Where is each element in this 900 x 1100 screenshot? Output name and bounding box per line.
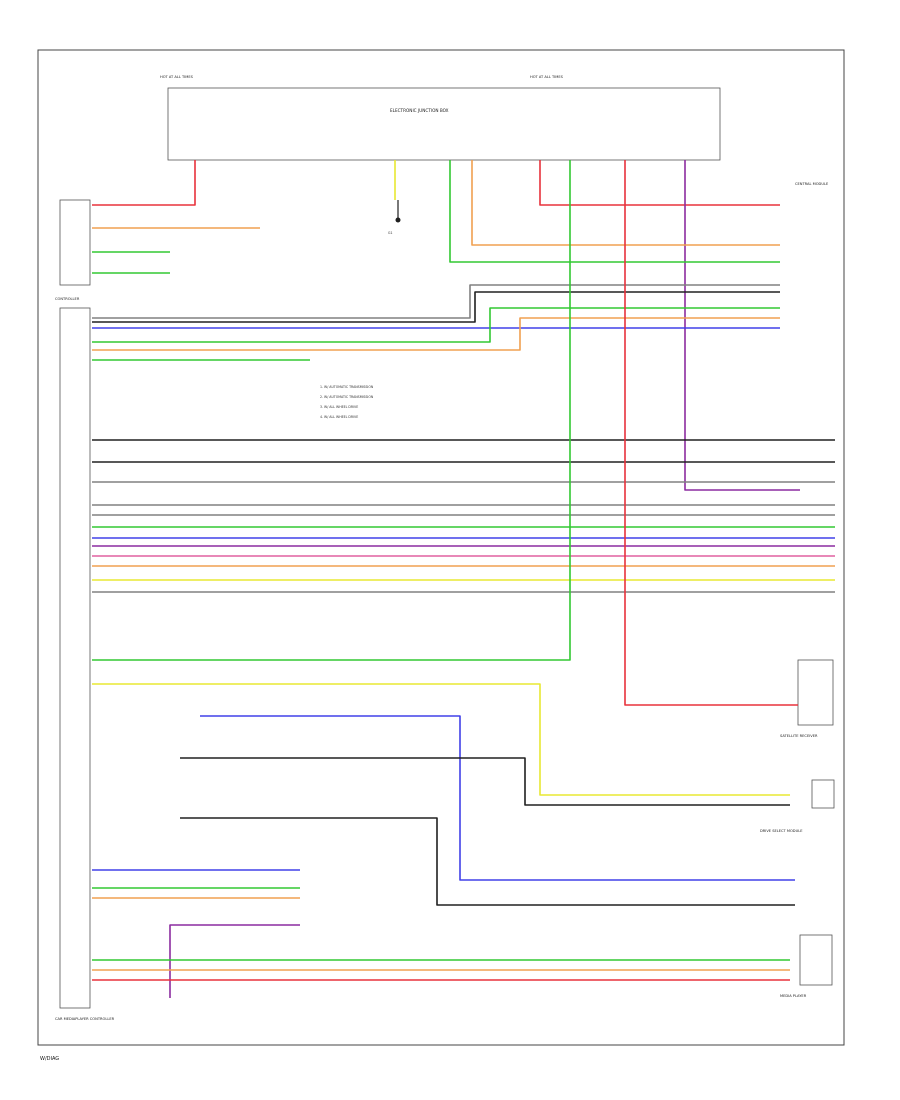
note-1: 1. W/ AUTOMATIC TRANSMISSION <box>320 385 374 389</box>
ground-symbol <box>395 200 401 223</box>
top-left-label: HOT AT ALL TIMES <box>160 75 194 79</box>
central-module-label: CENTRAL MODULE <box>795 182 829 186</box>
media-player-label: MEDIA PLAYER <box>780 994 807 998</box>
junction-box-title: ELECTRONIC JUNCTION BOX <box>390 108 449 113</box>
junction-box <box>167 87 721 161</box>
wire-green-27 <box>92 160 571 661</box>
wire-red-0 <box>92 160 196 206</box>
wire-green-12 <box>92 307 780 343</box>
controller-label: CONTROLLER <box>55 297 80 301</box>
ground-label: G1 <box>388 231 393 235</box>
controller-bottom-label: CAR MEDIAPLAYER CONTROLLER <box>55 1017 115 1021</box>
diagram-frame <box>37 49 845 1046</box>
satellite-receiver-label: SATELLITE RECEIVER <box>780 734 818 738</box>
note-2: 2. W/ AUTOMATIC TRANSMISSION <box>320 395 374 399</box>
media-player-box <box>799 934 833 986</box>
wire-gray-9 <box>92 284 780 319</box>
wire-black-32 <box>180 817 795 906</box>
wire-yellow-29 <box>92 683 790 796</box>
wire-orange-13 <box>92 317 780 351</box>
wire-blue-30 <box>200 715 795 881</box>
wire-red-4 <box>539 160 780 206</box>
wire-orange-7 <box>471 160 780 246</box>
wires-group <box>92 160 835 998</box>
note-3: 3. W/ ALL WHEEL DRIVE <box>320 405 358 409</box>
drive-select-box <box>811 779 835 809</box>
wire-green-6 <box>449 160 780 263</box>
wire-black-10 <box>92 291 780 323</box>
wire-violet-36 <box>169 924 300 998</box>
drive-select-label: DRIVE SELECT MODULE <box>760 829 803 833</box>
page-footer: W/DIAG <box>40 1056 59 1062</box>
wire-violet-5 <box>684 160 800 491</box>
wire-red-28 <box>624 160 798 706</box>
controller-box-upper <box>59 199 91 286</box>
controller-box-lower <box>59 307 91 1009</box>
note-4: 4. W/ ALL WHEEL DRIVE <box>320 415 358 419</box>
satellite-receiver-box <box>797 659 834 726</box>
top-right-label: HOT AT ALL TIMES <box>530 75 564 79</box>
wire-black-31 <box>180 757 790 806</box>
